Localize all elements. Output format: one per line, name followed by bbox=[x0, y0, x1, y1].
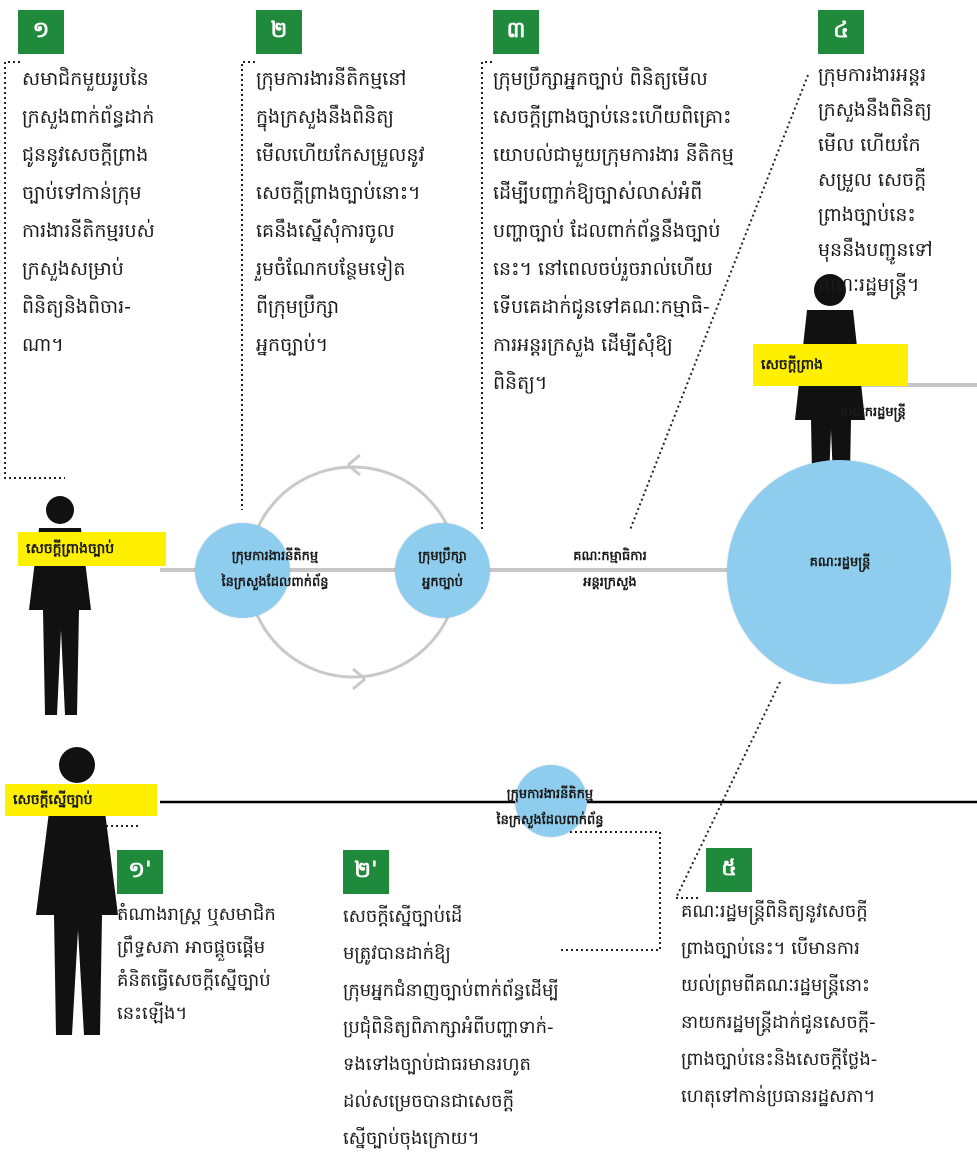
leader-step2 bbox=[241, 61, 255, 510]
node-ministry-team bbox=[195, 523, 290, 618]
badge-step3: ៣ bbox=[493, 10, 539, 54]
tag-draft-law: សេចក្តីព្រាងច្បាប់ bbox=[18, 532, 166, 566]
label-council-ministers: គណៈរដ្ឋមន្ត្រី bbox=[809, 555, 871, 570]
leader-step4 bbox=[629, 74, 809, 531]
node-council-ministers bbox=[727, 460, 951, 684]
label-interministerial: គណៈកម្មាធិការ អន្តរក្រសួង bbox=[573, 549, 647, 590]
text-step5: គណៈរដ្ឋមន្ត្រីពិនិត្យនូវសេចក្តី ព្រាងច្ប… bbox=[681, 901, 878, 1107]
text-step2: ក្រុមការងារនីតិកម្មនៅ ក្នុងក្រសួងនឹងពិនិ… bbox=[256, 68, 425, 356]
badge-step1b: ១' bbox=[117, 850, 163, 894]
text-step3: ក្រុមប្រឹក្សាអ្នកច្បាប់ ពិនិត្យមើល សេចក្… bbox=[493, 68, 734, 394]
leader-step3 bbox=[481, 61, 492, 530]
badge-step1: ១ bbox=[18, 10, 64, 54]
label-ministry-team-bottom: ក្រុមការងារនីតិកម្ម នៃក្រសួងដែលពាក់ព័ន្ធ bbox=[496, 787, 604, 828]
badge-step5: ៥ bbox=[706, 848, 752, 892]
node-legal-council bbox=[395, 523, 490, 618]
text-step2b: សេចក្តីស្នើច្បាប់ដើ មត្រូវបានដាក់ឱ្យ ក្រ… bbox=[343, 906, 559, 1149]
tag-law-proposal: សេចក្តីស្នើច្បាប់ bbox=[5, 784, 157, 816]
person-legislator-icon bbox=[36, 747, 118, 1035]
text-step1b: តំណាងរាស្ត្រ ឬសមាជិក ព្រឹទ្ធសភា អាចផ្តួច… bbox=[117, 904, 276, 1024]
badge-step2: ២ bbox=[256, 10, 302, 54]
leader-step1 bbox=[4, 61, 65, 479]
cycle-arrow-bottom-icon bbox=[352, 667, 366, 691]
badge-step2b: ២' bbox=[343, 850, 389, 894]
cycle-arrow-top-icon bbox=[347, 453, 361, 477]
text-step1: សមាជិកមួយរូបនៃ ក្រសួងពាក់ព័ន្ធដាក់ ជូននូ… bbox=[22, 68, 155, 356]
label-legal-council: ក្រុមប្រឹក្សា អ្នកច្បាប់ bbox=[418, 549, 467, 590]
badge-step4: ៤ bbox=[818, 10, 864, 54]
text-step4: ក្រុមការងារអន្តរ ក្រសួងនឹងពិនិត្យ មើល ហើ… bbox=[818, 64, 933, 296]
label-ministry-team: ក្រុមការងារនីតិកម្ម នៃក្រសួងដែលពាក់ព័ន្ធ bbox=[221, 549, 329, 590]
node-ministry-team-bottom bbox=[515, 765, 587, 837]
tag-prime-minister: នាយករដ្ឋមន្ត្រី bbox=[840, 405, 906, 420]
person-drafter-icon bbox=[29, 496, 91, 715]
tag-draft: សេចក្តីព្រាង bbox=[753, 344, 908, 386]
